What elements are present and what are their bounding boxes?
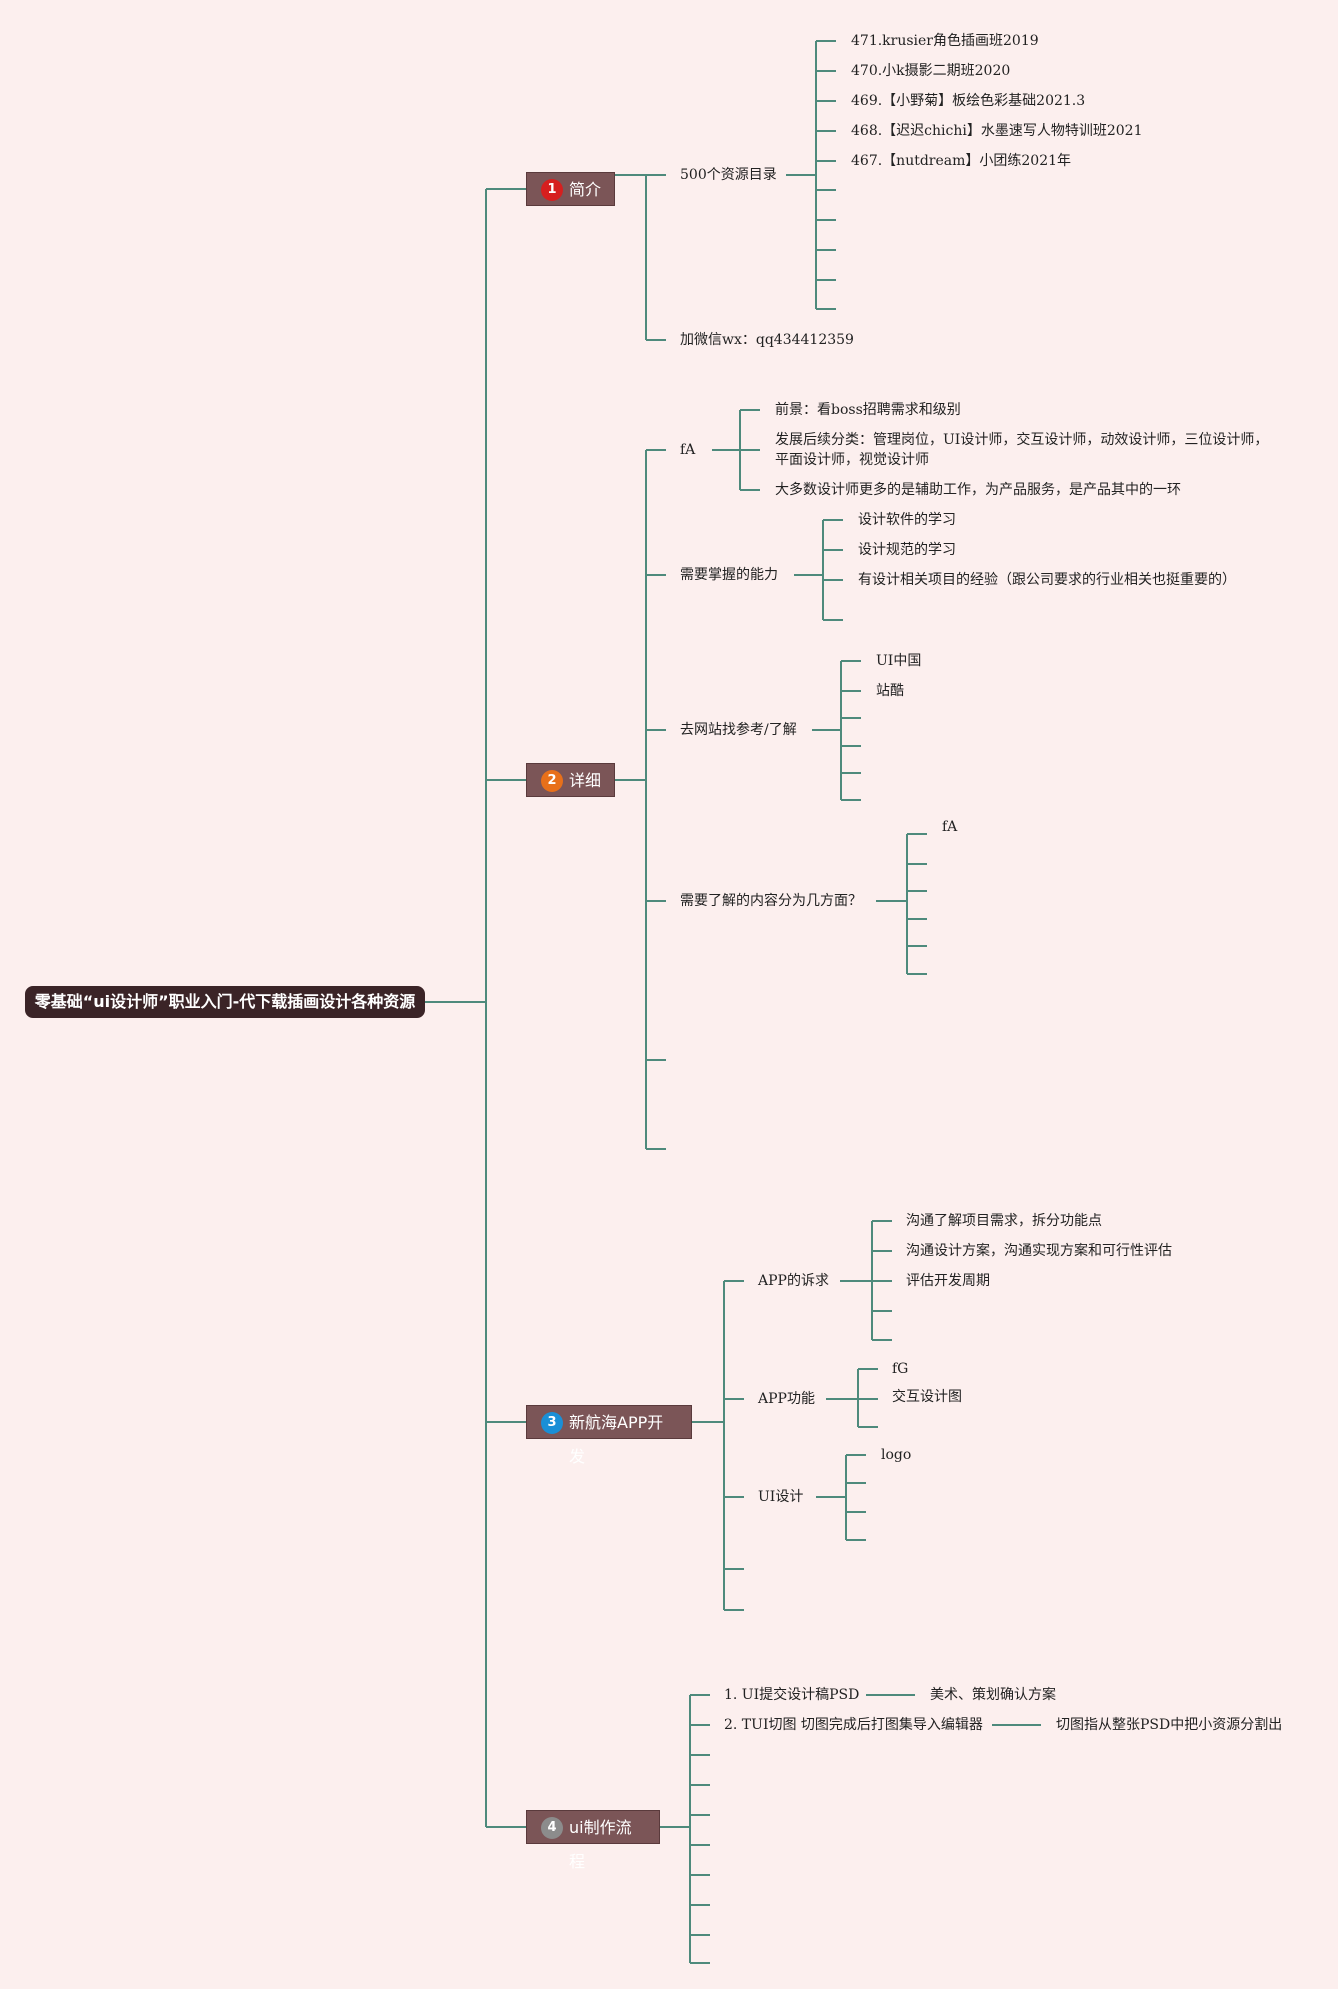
- node-demand-item[interactable]: 沟通设计方案，沟通实现方案和可行性评估: [906, 1243, 1172, 1259]
- node-process-step2[interactable]: 2. TUI切图 切图完成后打图集导入编辑器: [724, 1717, 983, 1733]
- node-sites[interactable]: 去网站找参考/了解: [680, 722, 797, 738]
- root-topic[interactable]: 零基础“ui设计师”职业入门-代下载插画设计各种资源: [25, 986, 425, 1018]
- badge-4-icon: 4: [541, 1817, 563, 1839]
- section-app-label: 新航海APP开发: [569, 1413, 664, 1466]
- node-resource[interactable]: 468.【迟迟chichi】水墨速写人物特训班2021: [851, 123, 1143, 139]
- section-intro[interactable]: 1 简介: [526, 172, 615, 206]
- section-app[interactable]: 3 新航海APP开发: [526, 1405, 692, 1466]
- node-resource[interactable]: 470.小k摄影二期班2020: [851, 63, 1011, 79]
- node-step2-note[interactable]: 切图指从整张PSD中把小资源分割出: [1056, 1717, 1283, 1733]
- node-process-step1[interactable]: 1. UI提交设计稿PSD: [724, 1687, 860, 1703]
- section-detail-label: 详细: [569, 771, 602, 790]
- node-fa-item[interactable]: 大多数设计师更多的是辅助工作，为产品服务，是产品其中的一环: [775, 482, 1181, 498]
- badge-3-icon: 3: [541, 1412, 563, 1434]
- node-app-demand[interactable]: APP的诉求: [758, 1273, 829, 1289]
- node-step1-note[interactable]: 美术、策划确认方案: [930, 1687, 1056, 1703]
- node-resource[interactable]: 467.【nutdream】小团练2021年: [851, 153, 1072, 169]
- section-intro-label: 简介: [569, 180, 602, 199]
- node-function-item[interactable]: fG: [892, 1361, 909, 1377]
- node-site-item[interactable]: UI中国: [876, 653, 922, 669]
- node-site-item[interactable]: 站酷: [876, 683, 904, 699]
- badge-1-icon: 1: [541, 179, 563, 201]
- node-aspects[interactable]: 需要了解的内容分为几方面？: [680, 893, 862, 909]
- node-app-function[interactable]: APP功能: [758, 1391, 815, 1407]
- node-ability-item[interactable]: 设计软件的学习: [858, 512, 956, 528]
- node-ui-item[interactable]: logo: [881, 1447, 912, 1463]
- node-fa[interactable]: fA: [680, 442, 696, 458]
- node-resource-dir[interactable]: 500个资源目录: [680, 167, 777, 183]
- node-resource[interactable]: 469.【小野菊】板绘色彩基础2021.3: [851, 93, 1086, 109]
- section-process-label: ui制作流程: [569, 1818, 632, 1871]
- node-wechat[interactable]: 加微信wx：qq434412359: [680, 332, 854, 348]
- node-abilities[interactable]: 需要掌握的能力: [680, 567, 778, 583]
- node-resource[interactable]: 471.krusier角色插画班2019: [851, 33, 1039, 49]
- node-ability-item[interactable]: 有设计相关项目的经验（跟公司要求的行业相关也挺重要的）: [858, 572, 1236, 588]
- node-function-item[interactable]: 交互设计图: [892, 1389, 962, 1405]
- section-process[interactable]: 4 ui制作流程: [526, 1810, 660, 1871]
- node-demand-item[interactable]: 评估开发周期: [906, 1273, 990, 1289]
- section-detail[interactable]: 2 详细: [526, 763, 615, 797]
- node-ui-design[interactable]: UI设计: [758, 1489, 804, 1505]
- node-demand-item[interactable]: 沟通了解项目需求，拆分功能点: [906, 1213, 1102, 1229]
- node-aspect-item[interactable]: fA: [942, 819, 958, 835]
- node-fa-item[interactable]: 发展后续分类：管理岗位，UI设计师，交互设计师，动效设计师，三位设计师，平面设计…: [775, 432, 1269, 468]
- badge-2-icon: 2: [541, 770, 563, 792]
- node-fa-item[interactable]: 前景：看boss招聘需求和级别: [775, 402, 961, 418]
- node-ability-item[interactable]: 设计规范的学习: [858, 542, 956, 558]
